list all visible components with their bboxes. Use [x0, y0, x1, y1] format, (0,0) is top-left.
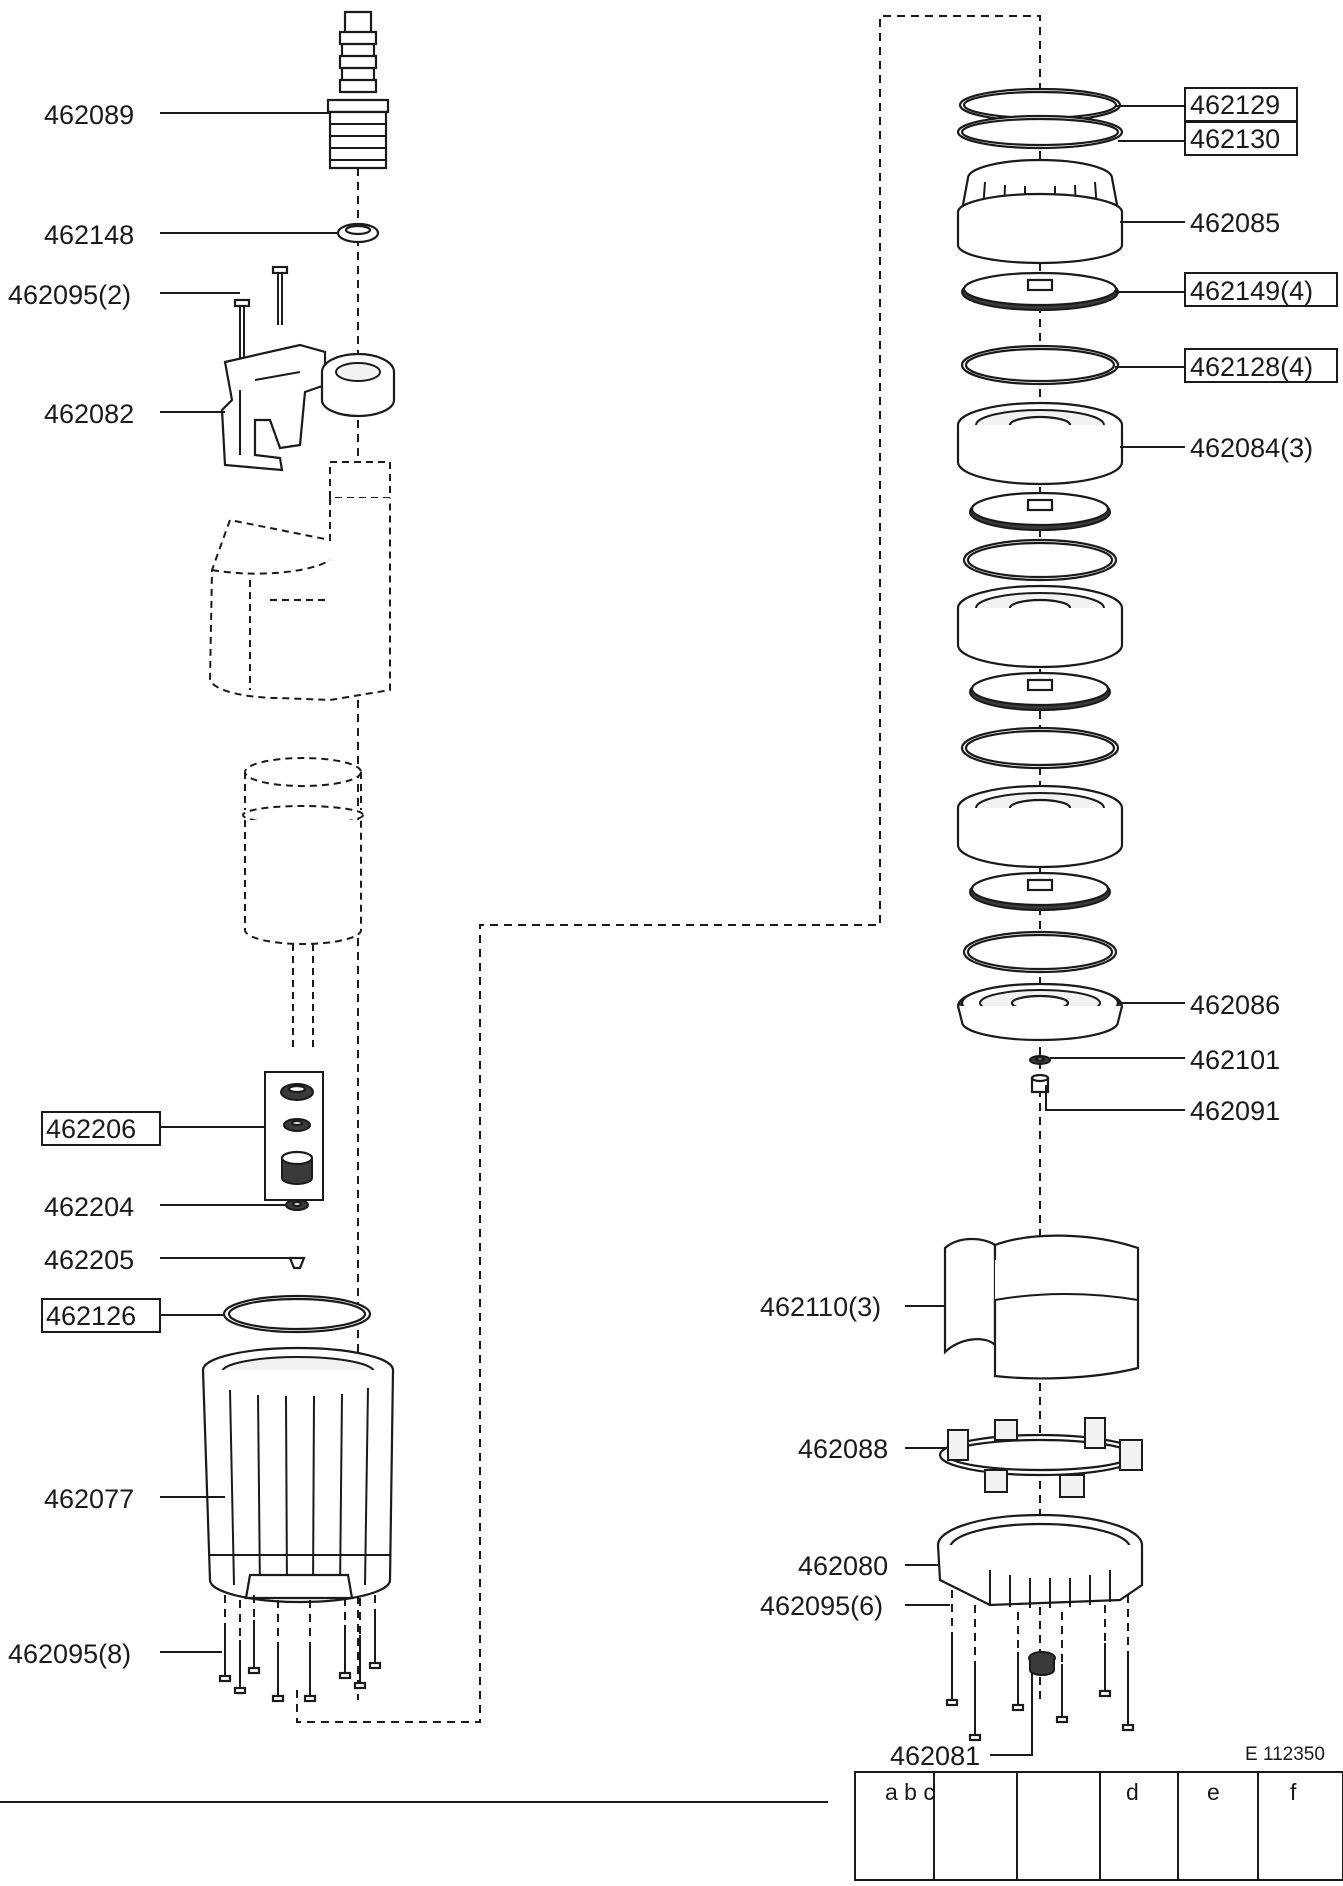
part-462128-o-ring-1: [960, 344, 1120, 386]
part-462089-hose-connector: [326, 10, 390, 170]
title-cell-e: e: [1207, 1779, 1220, 1805]
label-462089: 462089: [44, 100, 134, 130]
box-462130: [1184, 121, 1298, 156]
box-462128: [1184, 348, 1338, 383]
label-462095-6: 462095(6): [760, 1591, 883, 1621]
label-462128-4: 462128(4): [1190, 352, 1313, 382]
label-462129: 462129: [1190, 90, 1280, 120]
part-462080-base: [936, 1513, 1144, 1608]
impeller-2: [969, 491, 1111, 531]
label-462126: 462126: [46, 1301, 136, 1331]
label-462088: 462088: [798, 1434, 888, 1464]
part-462149-impeller-1: [961, 271, 1119, 311]
o-ring-3: [960, 726, 1120, 770]
part-462126-o-ring: [222, 1294, 372, 1334]
impeller-3: [969, 671, 1111, 711]
part-462095-screws-base: [945, 1590, 1135, 1742]
motor-housing-top-dashed: [208, 461, 391, 702]
assembly-axes: [296, 15, 1041, 1723]
label-462091: 462091: [1190, 1096, 1280, 1126]
connection-path: [296, 15, 1041, 1723]
part-462082-handle: [220, 343, 396, 472]
label-462205: 462205: [44, 1245, 134, 1275]
part-462088-strainer-ring: [938, 1417, 1143, 1498]
label-462149-4: 462149(4): [1190, 276, 1313, 306]
part-462205-nut: [288, 1256, 306, 1270]
box-462126: [41, 1298, 161, 1333]
drawing-reference: E 112350: [1245, 1744, 1325, 1765]
label-462206: 462206: [46, 1114, 136, 1144]
part-462129-462130-rings: [956, 87, 1124, 150]
part-462206-bearing-kit: [264, 1071, 324, 1201]
label-462095-2: 462095(2): [8, 280, 131, 310]
part-462148-seal-ring: [336, 222, 380, 244]
title-cell-d: d: [1126, 1779, 1139, 1805]
part-462086-bottom-stage: [956, 982, 1124, 1042]
leader-lines: [160, 105, 1185, 1756]
impeller-4: [969, 871, 1111, 911]
diffuser-3: [956, 784, 1124, 869]
box-462149: [1184, 272, 1338, 307]
part-462091-nut: [1030, 1073, 1050, 1094]
label-462148: 462148: [44, 220, 134, 250]
label-462082: 462082: [44, 399, 134, 429]
part-462081-valve: [1028, 1651, 1056, 1676]
label-462084-3: 462084(3): [1190, 433, 1313, 463]
title-cell-f: f: [1290, 1779, 1297, 1805]
box-462206: [41, 1111, 161, 1146]
label-462086: 462086: [1190, 990, 1280, 1020]
label-462080: 462080: [798, 1551, 888, 1581]
label-462110-3: 462110(3): [760, 1292, 881, 1322]
o-ring-2: [962, 538, 1118, 582]
label-462085: 462085: [1190, 208, 1280, 238]
label-462130: 462130: [1190, 124, 1280, 154]
part-462110-filter-screens: [943, 1234, 1140, 1380]
diffuser-2: [956, 584, 1124, 669]
label-462077: 462077: [44, 1484, 134, 1514]
label-boxes: [41, 87, 1338, 1333]
label-462101: 462101: [1190, 1045, 1280, 1075]
title-block: a b c d e f: [854, 1771, 1343, 1881]
motor-dashed: [242, 757, 364, 1050]
part-462095-screws-top: [233, 265, 289, 358]
part-462095-screws-bottom: [218, 1595, 382, 1703]
part-462084-diffuser-1: [956, 401, 1124, 486]
part-462101-washer: [1029, 1055, 1051, 1065]
part-462204-washer: [285, 1199, 309, 1211]
label-462204: 462204: [44, 1192, 134, 1222]
label-462081: 462081: [890, 1741, 980, 1771]
o-ring-4: [962, 930, 1118, 974]
part-462077-pump-body: [201, 1346, 395, 1604]
title-cell-abc: a b c: [885, 1779, 935, 1805]
part-462085-top-stage: [956, 158, 1124, 265]
label-462095-8: 462095(8): [8, 1639, 131, 1669]
